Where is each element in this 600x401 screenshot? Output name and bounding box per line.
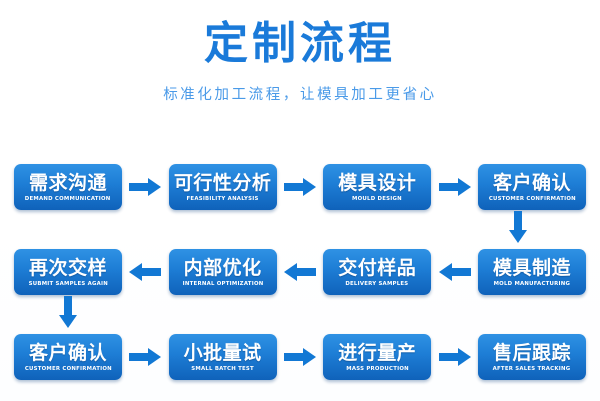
step-label-en: SMALL BATCH TEST: [191, 365, 254, 372]
arrow-right-icon: [283, 348, 316, 366]
step-label-cn: 模具制造: [492, 256, 571, 279]
process-row-2: 再次交样 SUBMIT SAMPLES AGAIN 内部优化 INTERNAL …: [0, 249, 600, 295]
step-label-en: DEMAND COMMUNICATION: [25, 195, 111, 202]
step-customer-confirmation-2[interactable]: 客户确认 CUSTOMER CONFIRMATION: [14, 334, 122, 380]
step-label-en: MASS PRODUCTION: [346, 365, 409, 372]
arrow-right-icon: [438, 348, 471, 366]
step-label-en: FEASIBILITY ANALYSIS: [186, 195, 259, 202]
step-label-en: SUBMIT SAMPLES AGAIN: [28, 280, 108, 287]
step-label-cn: 可行性分析: [173, 171, 272, 194]
arrow-right-icon: [438, 178, 471, 196]
step-mold-manufacturing[interactable]: 模具制造 MOLD MANUFACTURING: [477, 249, 586, 295]
process-row-1: 需求沟通 DEMAND COMMUNICATION 可行性分析 FEASIBIL…: [0, 164, 600, 210]
step-label-en: MOLD MANUFACTURING: [493, 280, 571, 287]
step-internal-optimization[interactable]: 内部优化 INTERNAL OPTIMIZATION: [168, 249, 277, 295]
arrow-down-icon-row1-to-row2: [509, 211, 527, 243]
step-label-en: CUSTOMER CONFIRMATION: [24, 365, 112, 372]
arrow-right-icon: [283, 178, 316, 196]
page-subtitle: 标准化加工流程，让模具加工更省心: [163, 87, 437, 103]
arrow-down-icon-row2-to-row3: [59, 296, 77, 328]
step-after-sales-tracking[interactable]: 售后跟踪 AFTER SALES TRACKING: [477, 334, 586, 380]
step-demand-communication[interactable]: 需求沟通 DEMAND COMMUNICATION: [14, 164, 122, 210]
step-label-cn: 再次交样: [28, 256, 107, 279]
step-label-cn: 客户确认: [28, 341, 107, 364]
step-label-en: AFTER SALES TRACKING: [493, 365, 571, 372]
step-label-cn: 交付样品: [338, 256, 417, 279]
step-label-cn: 需求沟通: [28, 171, 107, 194]
step-label-en: INTERNAL OPTIMIZATION: [182, 280, 264, 287]
step-feasibility-analysis[interactable]: 可行性分析 FEASIBILITY ANALYSIS: [168, 164, 277, 210]
step-label-cn: 内部优化: [183, 256, 262, 279]
header: 定制流程 标准化加工流程，让模具加工更省心: [0, 0, 600, 140]
process-row-3: 客户确认 CUSTOMER CONFIRMATION 小批量试 SMALL BA…: [0, 334, 600, 380]
step-label-cn: 小批量试: [183, 341, 262, 364]
arrow-left-icon: [283, 263, 316, 281]
step-label-cn: 进行量产: [338, 341, 417, 364]
step-label-cn: 客户确认: [492, 171, 571, 194]
step-label-en: DELIVERY SAMPLES: [345, 280, 409, 287]
arrow-left-icon: [438, 263, 471, 281]
step-delivery-samples[interactable]: 交付样品 DELIVERY SAMPLES: [323, 249, 432, 295]
step-label-en: MOULD DESIGN: [352, 195, 403, 202]
step-label-en: CUSTOMER CONFIRMATION: [488, 195, 576, 202]
arrow-right-icon: [129, 178, 162, 196]
step-mass-production[interactable]: 进行量产 MASS PRODUCTION: [323, 334, 432, 380]
step-mould-design[interactable]: 模具设计 MOULD DESIGN: [323, 164, 432, 210]
process-flow-diagram: 需求沟通 DEMAND COMMUNICATION 可行性分析 FEASIBIL…: [0, 150, 600, 401]
step-small-batch-test[interactable]: 小批量试 SMALL BATCH TEST: [168, 334, 277, 380]
step-label-cn: 售后跟踪: [492, 341, 571, 364]
page-title: 定制流程: [204, 18, 396, 69]
arrow-left-icon: [129, 263, 162, 281]
step-customer-confirmation-1[interactable]: 客户确认 CUSTOMER CONFIRMATION: [477, 164, 586, 210]
arrow-right-icon: [129, 348, 162, 366]
step-submit-samples-again[interactable]: 再次交样 SUBMIT SAMPLES AGAIN: [14, 249, 122, 295]
step-label-cn: 模具设计: [338, 171, 417, 194]
